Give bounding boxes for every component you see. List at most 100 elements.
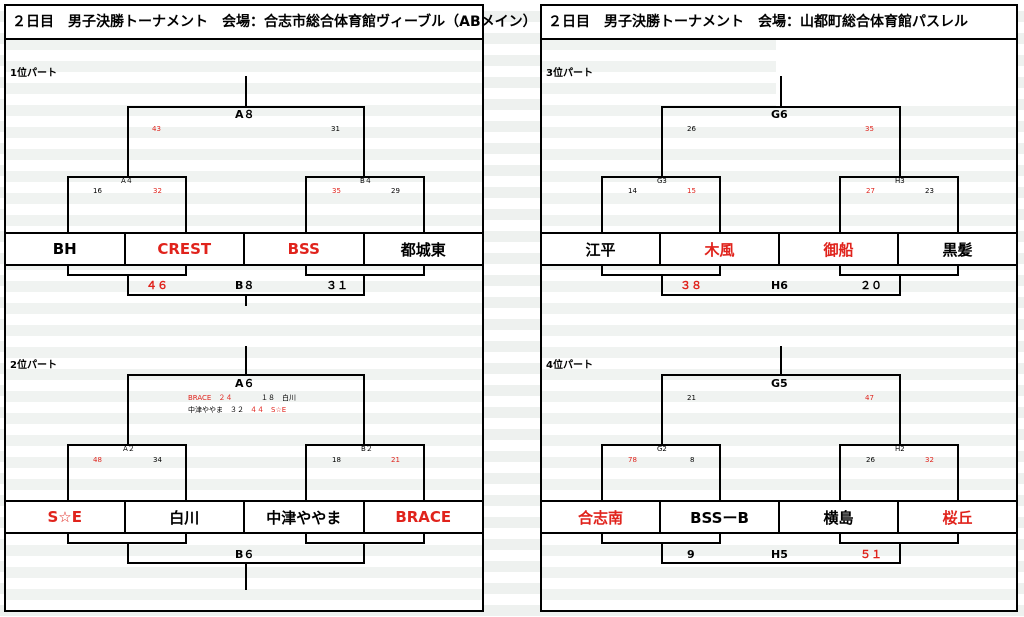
bracket-line	[363, 274, 365, 296]
bracket-line	[957, 444, 959, 502]
bracket-line	[899, 274, 901, 296]
bracket-line	[839, 444, 959, 446]
team-cell: 中津ややま	[245, 502, 365, 532]
match-label-B2: B２	[361, 445, 373, 453]
match-label-H3: H3	[895, 177, 905, 185]
bracket-line	[661, 374, 663, 444]
team-cell: S☆E	[6, 502, 126, 532]
match-label-H2: H2	[895, 445, 905, 453]
team-cell: BH	[6, 234, 126, 264]
team-cell: 桜丘	[942, 508, 973, 527]
bracket-line	[363, 374, 365, 444]
team-cell: 黒髪	[942, 240, 973, 259]
match-label-A8: A８	[235, 108, 255, 121]
bracket-line	[127, 106, 365, 108]
bracket-line	[363, 542, 365, 564]
bracket-line	[839, 264, 841, 276]
match-label-H5: H5	[771, 548, 788, 561]
score: 34	[153, 456, 162, 464]
bracket-line	[780, 76, 782, 106]
bracket-line	[423, 444, 425, 502]
team-cell: 江平	[542, 234, 661, 264]
bracket-line	[899, 542, 901, 564]
score: 14	[628, 187, 637, 195]
bracket-line	[601, 532, 603, 544]
bracket-line	[661, 562, 901, 564]
right-part2-label: 4位パート	[546, 360, 593, 371]
score: 23	[925, 187, 934, 195]
bracket-line	[245, 76, 247, 106]
bracket-line	[957, 264, 959, 276]
bracket-line	[127, 374, 365, 376]
bracket-line	[661, 374, 901, 376]
match-label-H6: H6	[771, 279, 788, 292]
bracket-line	[305, 444, 425, 446]
bracket-line	[661, 294, 901, 296]
bracket-line	[601, 264, 603, 276]
score: 26	[687, 125, 696, 133]
team-cell: 御船	[780, 234, 899, 264]
team-cell: BSSーB	[661, 502, 780, 532]
score: ４６	[146, 279, 168, 292]
bracket-line	[719, 264, 721, 276]
score: 35	[332, 187, 341, 195]
score: 15	[687, 187, 696, 195]
bracket-line	[899, 374, 901, 444]
bracket-line	[67, 176, 187, 178]
bracket-line	[661, 106, 901, 108]
score: 32	[925, 456, 934, 464]
score: 27	[866, 187, 875, 195]
score: 18	[332, 456, 341, 464]
bracket-line	[127, 374, 129, 444]
left-part2-label: 2位パート	[10, 360, 57, 371]
right-bracket-panel: ２日目 男子決勝トーナメント 会場：山都町総合体育館パスレル 3位パート G6 …	[540, 4, 1018, 612]
bracket-line	[305, 176, 307, 234]
bracket-line	[839, 444, 841, 502]
bracket-line	[185, 264, 187, 276]
team-cell: 木風	[661, 234, 780, 264]
match-label-G2: G2	[657, 445, 667, 453]
match-label-A6: A６	[235, 377, 255, 390]
bracket-line	[601, 176, 603, 234]
bracket-line	[661, 542, 663, 564]
bracket-line	[719, 176, 721, 234]
bracket-line	[719, 444, 721, 502]
team-cell: 白川	[126, 502, 245, 532]
score: 48	[93, 456, 102, 464]
team-row: BH CREST BSS 都城東	[6, 232, 482, 266]
note: ４４ S☆E	[250, 406, 287, 414]
match-label-G6: G6	[771, 108, 788, 121]
bracket-line	[423, 532, 425, 544]
team-row: 合志南 BSSーB 横島 桜丘	[542, 500, 1016, 534]
match-label-A2: A２	[123, 445, 135, 453]
score: 43	[152, 125, 161, 133]
bracket-line	[957, 176, 959, 234]
bracket-line	[127, 106, 129, 176]
team-cell: 合志南	[542, 502, 661, 532]
note: 中津ややま ３２	[188, 406, 244, 414]
score: ５１	[860, 548, 882, 561]
score: 21	[687, 394, 696, 402]
bracket-line	[127, 542, 129, 564]
score: 29	[391, 187, 400, 195]
bracket-line	[67, 532, 69, 544]
score: 8	[690, 456, 695, 464]
team-row: 江平 木風 御船 黒髪	[542, 232, 1016, 266]
match-label-G3: G3	[657, 177, 667, 185]
bracket-line	[601, 444, 603, 502]
bracket-line	[601, 444, 721, 446]
left-part1-label: 1位パート	[10, 68, 57, 79]
match-label-G5: G5	[771, 377, 788, 390]
score: 26	[866, 456, 875, 464]
bracket-line	[661, 106, 663, 176]
left-panel-title: ２日目 男子決勝トーナメント 会場：合志市総合体育館ヴィーブル（ABメイン）	[6, 6, 537, 40]
note: １８ 白川	[261, 394, 296, 402]
team-cell: CREST	[126, 234, 245, 264]
score: ２０	[860, 279, 882, 292]
bracket-line	[67, 444, 69, 502]
bracket-line	[67, 264, 69, 276]
team-row: S☆E 白川 中津ややま BRACE	[6, 500, 482, 534]
bracket-line	[305, 542, 425, 544]
bracket-line	[957, 532, 959, 544]
bracket-line	[185, 176, 187, 234]
